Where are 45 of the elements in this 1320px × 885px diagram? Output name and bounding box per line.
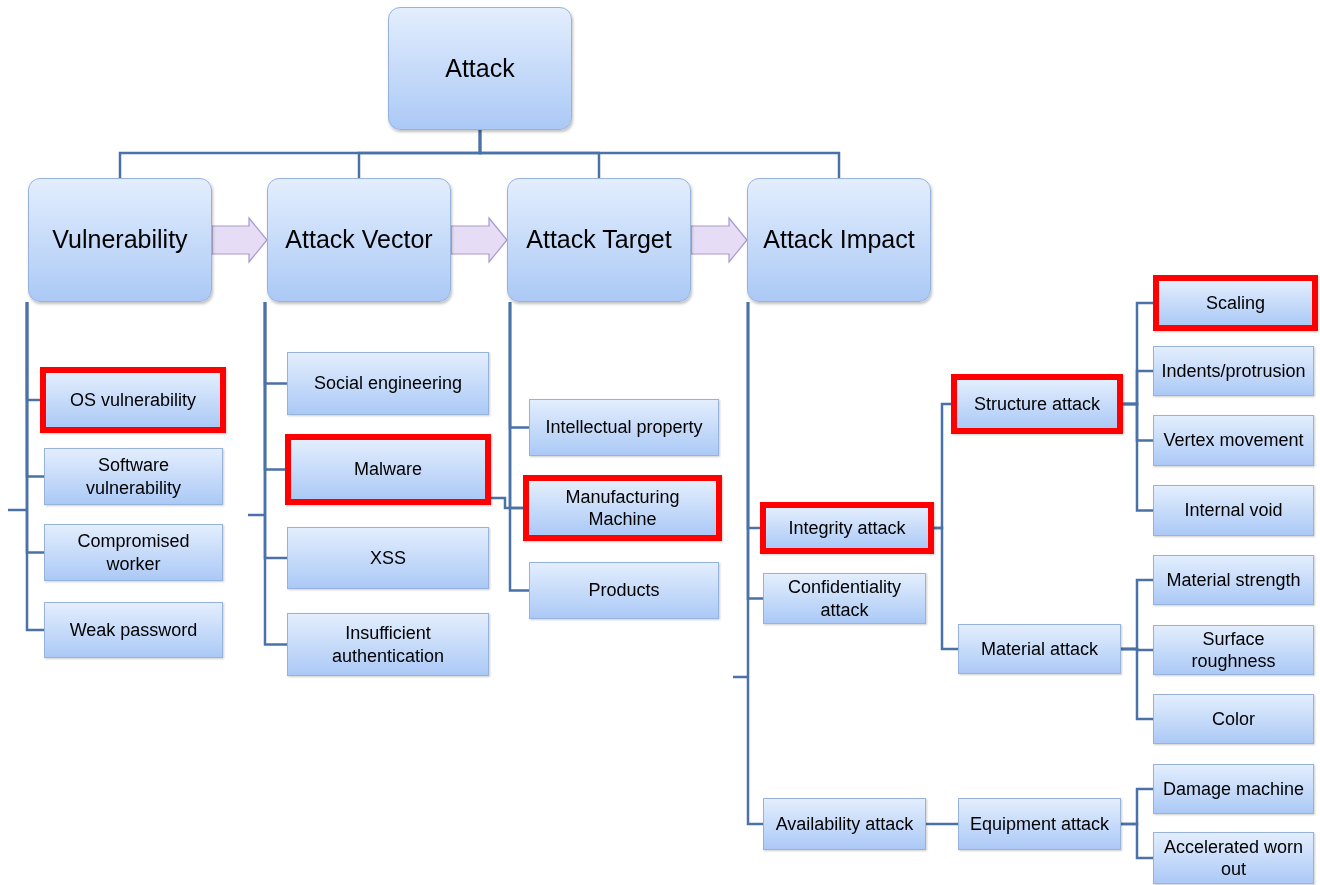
item-box: Compromised worker: [44, 524, 223, 581]
item-box: Surface roughness: [1153, 625, 1314, 675]
category-box: Vulnerability: [28, 178, 212, 302]
item-box: Insufficient authentication: [287, 613, 489, 676]
item-box: Confidentiality attack: [763, 573, 926, 624]
block-arrow: [690, 216, 748, 264]
highlighted-box: Structure attack: [951, 374, 1123, 434]
connector-line: [1121, 822, 1153, 860]
connector-line: [926, 822, 958, 826]
item-box: Social engineering: [287, 352, 489, 415]
highlighted-box: Integrity attack: [760, 502, 934, 554]
connector-line: [478, 130, 841, 178]
connector-line: [934, 526, 958, 651]
item-box: Intellectual property: [529, 399, 719, 456]
item-box: Software vulnerability: [44, 448, 223, 505]
highlighted-box: Scaling: [1153, 275, 1318, 331]
item-box: Accelerated worn out: [1153, 832, 1314, 884]
block-arrow: [450, 216, 508, 264]
item-box: Products: [529, 562, 719, 619]
connector-line: [508, 302, 529, 592]
item-box: Damage machine: [1153, 764, 1314, 814]
item-box: Indents/protrusion: [1153, 346, 1314, 396]
item-box: Equipment attack: [958, 798, 1121, 850]
block-arrow: [211, 216, 268, 264]
highlighted-box: Malware: [285, 434, 491, 505]
connector-line: [746, 302, 763, 826]
connector-line: [491, 496, 523, 510]
item-box: Color: [1153, 694, 1314, 744]
item-box: Material attack: [958, 624, 1121, 674]
category-box: Attack Impact: [747, 178, 931, 302]
item-box: Availability attack: [763, 798, 926, 850]
connector-line: [1121, 647, 1153, 721]
item-box: Vertex movement: [1153, 415, 1314, 466]
category-box: Attack Vector: [267, 178, 451, 302]
highlighted-box: Manufacturing Machine: [523, 475, 722, 541]
category-box: Attack Target: [507, 178, 691, 302]
connector-line: [1123, 402, 1153, 512]
item-box: Internal void: [1153, 485, 1314, 536]
connector-line: [263, 302, 287, 646]
category-box: Attack: [388, 7, 572, 130]
item-box: XSS: [287, 527, 489, 589]
item-box: Material strength: [1153, 555, 1314, 605]
item-box: Weak password: [44, 602, 223, 658]
connector-line: [25, 302, 44, 632]
highlighted-box: OS vulnerability: [40, 367, 226, 433]
